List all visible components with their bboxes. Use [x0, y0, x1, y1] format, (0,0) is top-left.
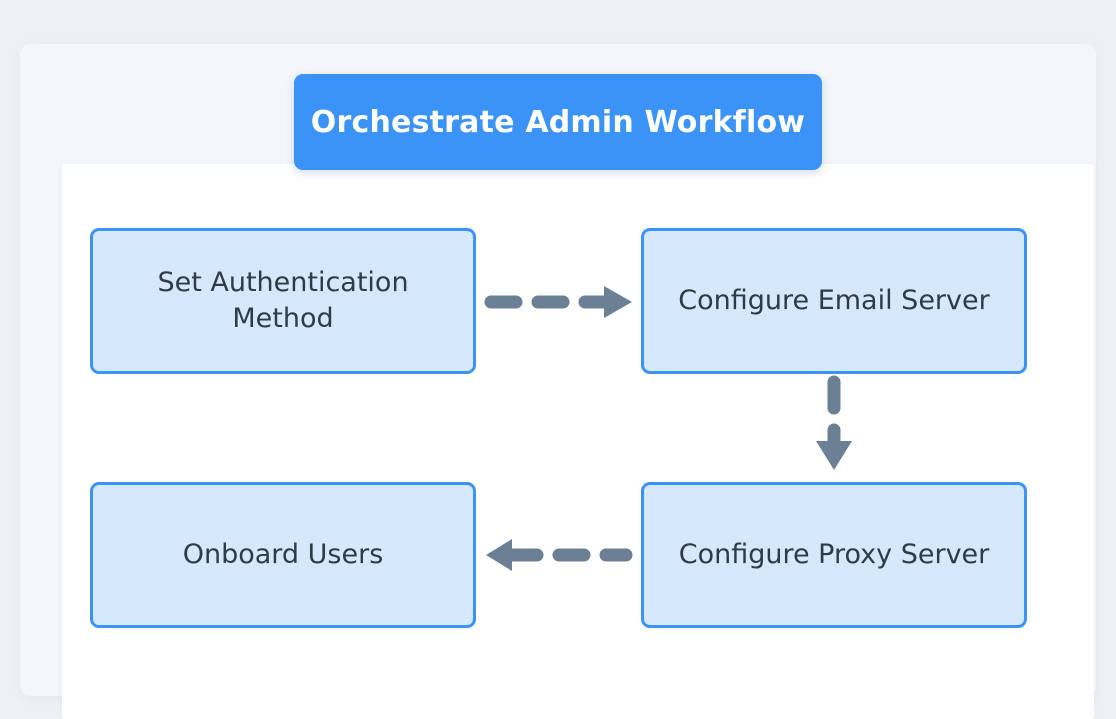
- flow-node-set-authentication-method[interactable]: Set Authentication Method: [90, 228, 476, 374]
- flow-node-onboard-users[interactable]: Onboard Users: [90, 482, 476, 628]
- flow-node-label: Onboard Users: [182, 538, 384, 570]
- flow-node-configure-email-server[interactable]: Configure Email Server: [641, 228, 1027, 374]
- flow-node-label: Configure Email Server: [678, 284, 990, 316]
- workflow-title-banner: Orchestrate Admin Workflow: [294, 74, 822, 170]
- flow-node-configure-proxy-server[interactable]: Configure Proxy Server: [641, 482, 1027, 628]
- flow-node-label: Set Authentication Method: [157, 266, 409, 334]
- page-title: Orchestrate Admin Workflow: [310, 104, 806, 140]
- flow-node-label: Configure Proxy Server: [678, 538, 990, 570]
